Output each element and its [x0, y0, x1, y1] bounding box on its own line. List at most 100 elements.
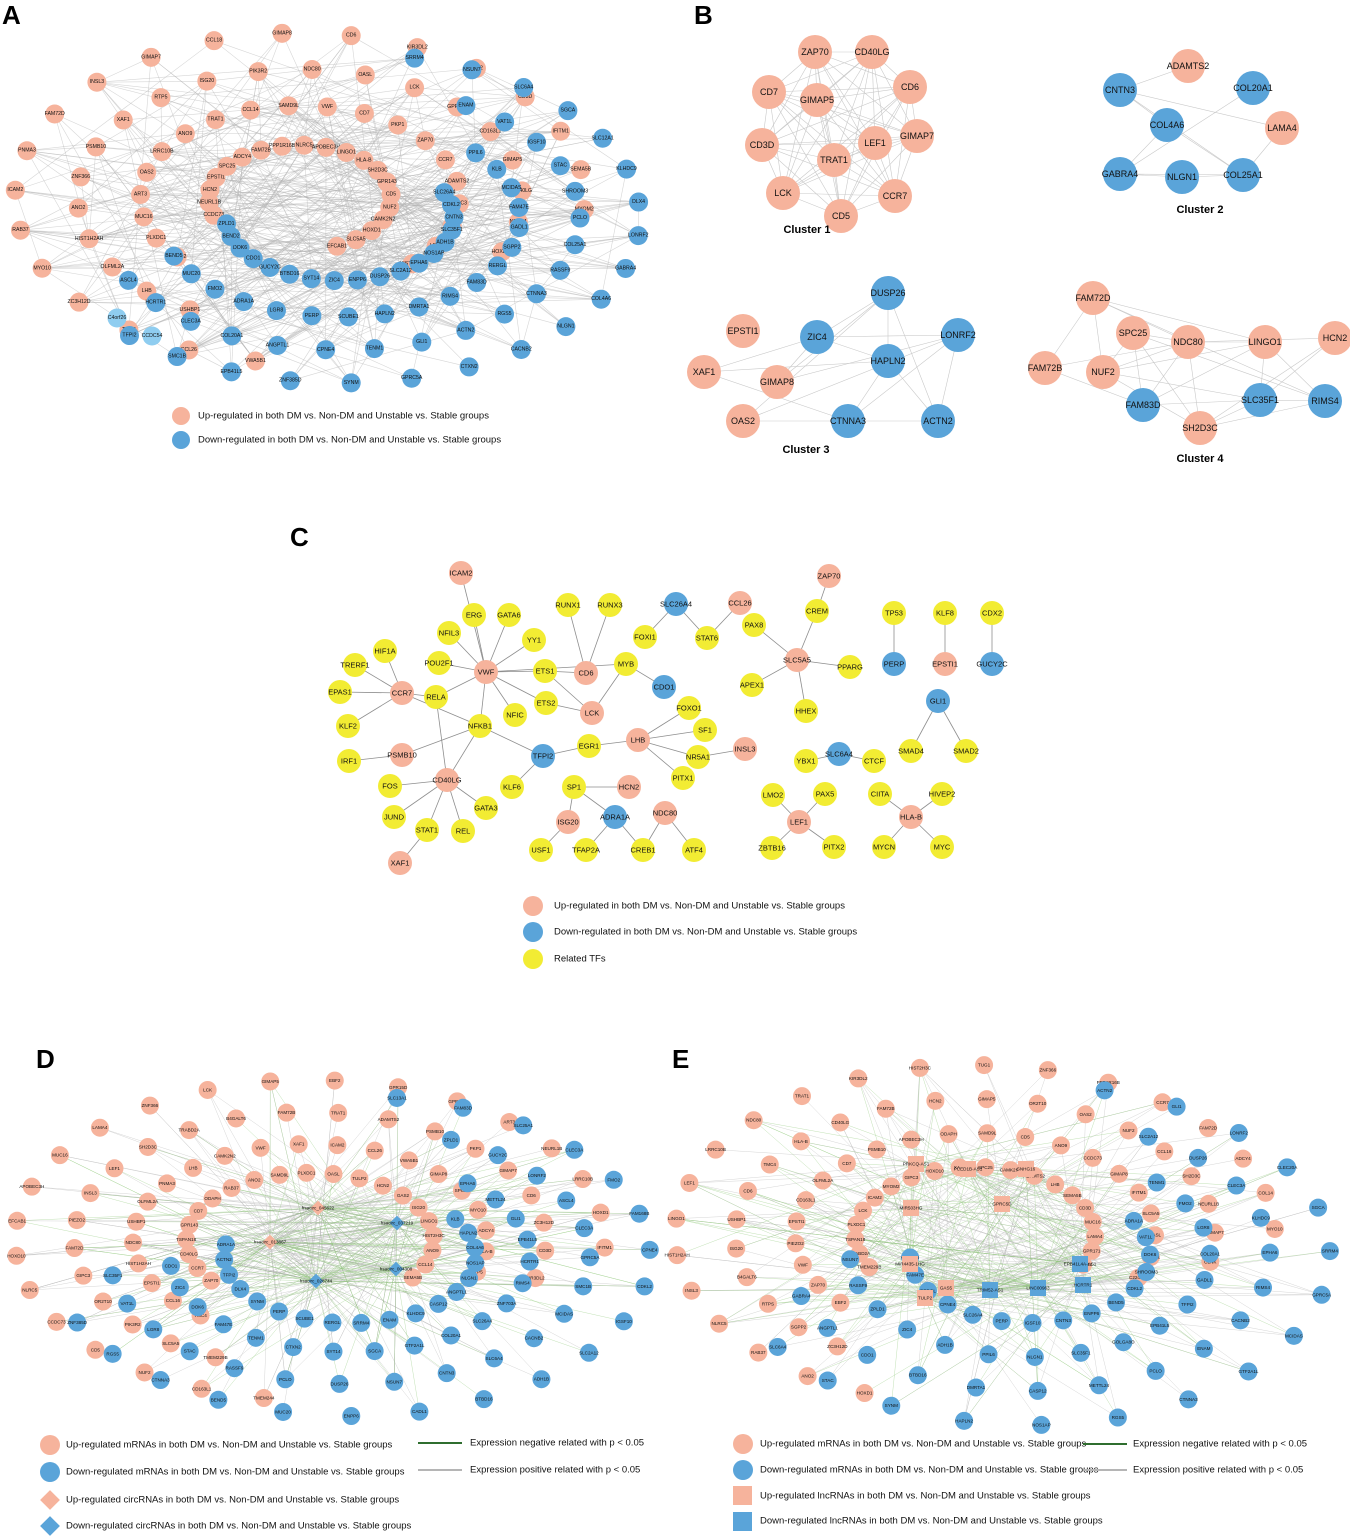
- node-ndc80[interactable]: NDC80: [653, 801, 678, 825]
- node-myb[interactable]: MYB: [614, 652, 638, 676]
- node-runx1[interactable]: RUNX1: [555, 593, 581, 617]
- node-enam[interactable]: ENAM: [1194, 1339, 1213, 1358]
- node-nuf2[interactable]: NUF2: [1119, 1121, 1138, 1140]
- node-lonrf2[interactable]: LONRF2: [940, 318, 976, 352]
- node-igsf10[interactable]: IGSF10: [1023, 1313, 1042, 1332]
- node-plxdc1[interactable]: PLXDC1: [297, 1163, 316, 1182]
- node-adcy4[interactable]: ADCY4: [232, 147, 252, 167]
- node-znf385d[interactable]: ZNF385D: [279, 371, 302, 391]
- node-ifitm1[interactable]: IFITM1: [1129, 1183, 1148, 1202]
- node-spc25[interactable]: SPC25: [217, 156, 237, 176]
- node-ctnna3[interactable]: CTNNA3: [1179, 1390, 1198, 1409]
- node-oas2[interactable]: OAS2: [1076, 1105, 1095, 1124]
- node-samd9l[interactable]: SAMD9L: [278, 96, 299, 116]
- node-vwa5b1[interactable]: VWA5B1: [400, 1151, 419, 1170]
- node-vwf[interactable]: VWF: [474, 660, 498, 684]
- node-gipc3[interactable]: GIPC3: [74, 1266, 93, 1285]
- node-clec3a[interactable]: CLEC3A: [181, 311, 202, 331]
- node-creb1[interactable]: CREB1: [630, 838, 656, 862]
- node-bend5[interactable]: BEND5: [1107, 1293, 1126, 1312]
- node-nfil3[interactable]: NFIL3: [437, 621, 461, 645]
- node-crem[interactable]: CREM: [805, 599, 829, 623]
- node-gtf2a1l[interactable]: GTF2A1L: [405, 1336, 425, 1355]
- node-hoxd10[interactable]: HOXD10: [7, 1246, 26, 1265]
- node-sgca[interactable]: SGCA: [1309, 1198, 1328, 1217]
- node-pax8[interactable]: PAX8: [742, 613, 766, 637]
- node-olfml2a[interactable]: OLFML2A: [812, 1171, 834, 1190]
- node-muc16[interactable]: MUC16: [1083, 1212, 1102, 1231]
- node-tulp2[interactable]: TULP2: [350, 1169, 369, 1188]
- node-kir3dl2[interactable]: KIR3DL2: [849, 1069, 868, 1088]
- node-slc35f1[interactable]: SLC35F1: [1071, 1343, 1091, 1362]
- node-lgr8[interactable]: LGR8: [266, 301, 286, 321]
- node-icam2[interactable]: ICAM2: [449, 561, 473, 585]
- node-sh2d3c[interactable]: SH2D3C: [1182, 1167, 1201, 1186]
- node-epha6[interactable]: EPHA6: [1260, 1243, 1279, 1262]
- node-lmo2[interactable]: LMO2: [761, 783, 785, 807]
- node-cd163l1[interactable]: CD163L1: [479, 122, 501, 142]
- node-nuf2[interactable]: NUF2: [1086, 355, 1120, 389]
- node-ushbp1[interactable]: USHBP1: [127, 1212, 146, 1231]
- node-cd7[interactable]: CD7: [354, 103, 374, 123]
- node-epsti1[interactable]: EPSTI1: [787, 1212, 806, 1231]
- node-cd5[interactable]: CD5: [86, 1340, 105, 1359]
- node-col14[interactable]: COL14: [1256, 1183, 1275, 1202]
- node-hcrtr1[interactable]: HCRTR1: [520, 1252, 539, 1271]
- node-lgr8[interactable]: LGR8: [144, 1320, 163, 1339]
- node-klhdc9[interactable]: KLHDC9: [407, 1304, 426, 1323]
- node-angptl1[interactable]: ANGPTL1: [266, 335, 290, 355]
- node-sf1[interactable]: SF1: [693, 718, 717, 742]
- node-gipc3[interactable]: GIPC3: [902, 1168, 921, 1187]
- node-c4orf26[interactable]: C4orf26: [107, 308, 127, 328]
- node-oas2[interactable]: OAS2: [726, 404, 760, 438]
- node-cdo1[interactable]: CDO1: [652, 675, 676, 699]
- node-icam2[interactable]: ICAM2: [5, 180, 25, 200]
- node-vwa5b1[interactable]: VWA5B1: [245, 351, 266, 371]
- node-pik3r2[interactable]: PIK3R2: [123, 1315, 142, 1334]
- node-cd6[interactable]: CD6: [738, 1181, 757, 1200]
- node-trat1[interactable]: TRAT1: [792, 1087, 811, 1106]
- node-srrm4[interactable]: SRRM4: [1320, 1242, 1339, 1261]
- node-cadl1[interactable]: CADL1: [410, 1402, 429, 1421]
- node-vwf[interactable]: VWF: [793, 1255, 812, 1274]
- node-lrrc10b[interactable]: LRRC10B: [150, 142, 174, 162]
- node-pitx2[interactable]: PITX2: [822, 835, 846, 859]
- node-odaph[interactable]: ODAPH: [939, 1125, 958, 1144]
- node-oasl[interactable]: OASL: [355, 65, 375, 85]
- node-sgca[interactable]: SGCA: [365, 1342, 384, 1361]
- node-klhdc9[interactable]: KLHDC9: [1252, 1208, 1271, 1227]
- node-cd7[interactable]: CD7: [837, 1154, 856, 1173]
- node-dlx4[interactable]: DLX4: [231, 1280, 250, 1299]
- node-hoxd1[interactable]: HOXD1: [362, 221, 382, 241]
- node-ppil6[interactable]: PPIL6: [466, 143, 486, 163]
- node-fam72d[interactable]: FAM72D: [65, 1239, 84, 1258]
- node-lonrf2[interactable]: LONRF2: [528, 1166, 547, 1185]
- node-xaf1[interactable]: XAF1: [687, 355, 721, 389]
- node-epsti1[interactable]: EPSTI1: [932, 652, 958, 676]
- node-tmem229b[interactable]: TMEM229B: [203, 1348, 228, 1367]
- node-ccdc73[interactable]: CCDC73: [1084, 1148, 1103, 1167]
- node-lef1[interactable]: LEF1: [680, 1173, 699, 1192]
- node-gata3[interactable]: GATA3: [474, 796, 498, 820]
- node-oas2[interactable]: OAS2: [137, 162, 157, 182]
- node-slc26a4[interactable]: SLC26A4: [963, 1305, 983, 1324]
- node-zpld1[interactable]: ZPLD1: [868, 1300, 887, 1319]
- node-mir503hg[interactable]: MIR503HG: [900, 1200, 923, 1216]
- node-pkp1[interactable]: PKP1: [388, 115, 408, 135]
- node-rela[interactable]: RELA: [424, 685, 448, 709]
- node-erg[interactable]: ERG: [462, 603, 486, 627]
- node-col20a1[interactable]: COL20A1: [1233, 71, 1273, 105]
- node-tspan18[interactable]: TSPAN18: [176, 1230, 197, 1249]
- node-dmrta1[interactable]: DMRTA1: [409, 297, 430, 317]
- node-hhex[interactable]: HHEX: [794, 699, 818, 723]
- node-cd3d[interactable]: CD3D: [745, 128, 779, 162]
- node-tmem244[interactable]: TMEM244: [253, 1389, 275, 1408]
- node-slc5a5[interactable]: SLC5A5: [161, 1334, 180, 1353]
- node-stac[interactable]: STAC: [180, 1342, 199, 1361]
- node-piezo2[interactable]: PIEZO2: [67, 1211, 86, 1230]
- node-camk2n2[interactable]: CAMK2N2: [214, 1146, 236, 1165]
- node-pnma3[interactable]: PNMA3: [17, 141, 37, 161]
- node-gprc5d[interactable]: GPRC5D: [992, 1196, 1012, 1212]
- node-col20a1[interactable]: COL20A1: [220, 326, 243, 346]
- node-hapln2[interactable]: HAPLN2: [375, 304, 395, 324]
